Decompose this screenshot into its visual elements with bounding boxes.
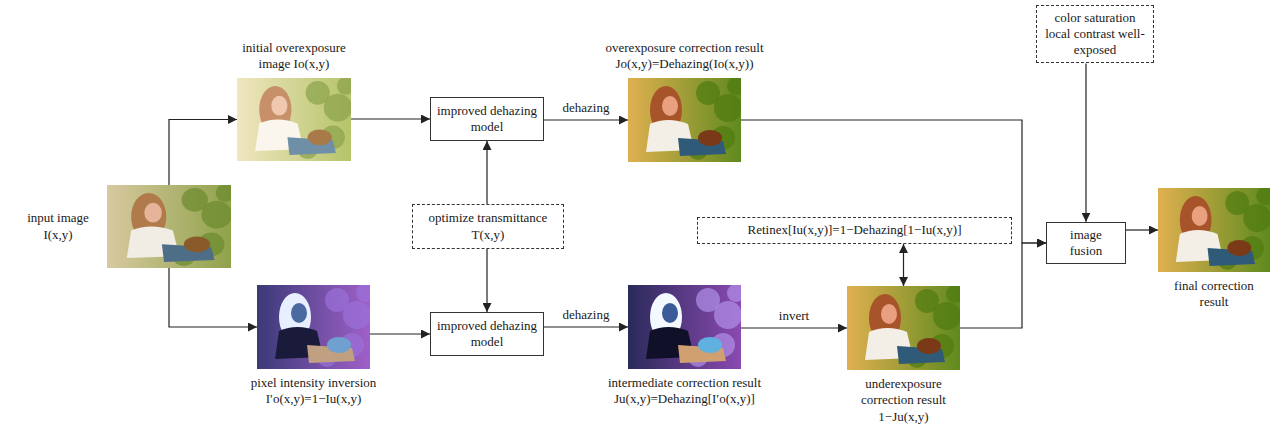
edge-label: dehazing (561, 100, 612, 116)
photo-illustration (237, 78, 351, 161)
inverted-photo: pixel intensity inversion I′o(x,y)=1−Iu(… (257, 285, 370, 369)
connector-arrow (486, 141, 487, 204)
connector-arrow (960, 243, 1046, 328)
box-label: improved dehazing model (437, 103, 537, 136)
photo-scene (1158, 188, 1270, 272)
photo-illustration (257, 285, 370, 369)
process-box: improved dehazing model (430, 97, 544, 141)
photo-scene (847, 286, 960, 370)
underexposure-photo: underexposure correction result 1−Ju(x,y… (847, 286, 960, 370)
photo-caption: pixel intensity inversion I′o(x,y)=1−Iu(… (231, 375, 396, 408)
connector-arrow (169, 268, 257, 327)
photo-caption: intermediate correction result Ju(x,y)=D… (570, 375, 800, 408)
overexposure-photo: initial overexposure image Io(x,y) (237, 78, 351, 161)
fusion-box: image fusion (1046, 222, 1126, 265)
photo-illustration (107, 185, 231, 268)
photo-scene (628, 78, 741, 162)
photo-scene (257, 285, 370, 369)
box-label: image fusion (1053, 227, 1119, 260)
parameter-box: optimize transmittance T(x,y) (412, 204, 564, 249)
photo-illustration (847, 286, 960, 370)
process-box: improved dehazing model (430, 312, 544, 356)
edge-label: dehazing (561, 307, 612, 323)
box-label: Retinex[Iu(x,y)]=1−Dehazing[1−Iu(x,y)] (747, 222, 961, 238)
photo-caption: final correction result (1162, 278, 1266, 311)
photo-scene (107, 185, 231, 268)
connector-arrow (169, 120, 237, 186)
box-label: optimize transmittance T(x,y) (419, 210, 557, 243)
connector-arrow (544, 119, 628, 120)
connector-arrow (1085, 63, 1086, 221)
intermediate-photo: intermediate correction result Ju(x,y)=D… (628, 285, 741, 369)
photo-illustration (628, 78, 741, 162)
connector-arrow (544, 326, 628, 327)
photo-caption: overexposure correction result Jo(x,y)=D… (585, 40, 785, 73)
formula-box: Retinex[Iu(x,y)]=1−Dehazing[1−Iu(x,y)] (697, 217, 1012, 244)
photo-illustration (1158, 188, 1270, 272)
connector-arrow (370, 333, 430, 334)
result-photo: overexposure correction result Jo(x,y)=D… (628, 78, 741, 162)
photo-caption: underexposure correction result 1−Ju(x,y… (843, 376, 965, 425)
connector-arrow (486, 249, 487, 312)
edge-label: invert (777, 308, 811, 324)
box-label: color saturation local contrast well-exp… (1043, 10, 1147, 59)
photo-scene (628, 285, 741, 369)
criteria-box: color saturation local contrast well-exp… (1036, 5, 1154, 64)
photo-illustration (628, 285, 741, 369)
connector-arrow (351, 118, 430, 119)
photo-caption: input image I(x,y) (17, 210, 99, 243)
connector-arrow (1126, 229, 1158, 230)
connector-arrow (741, 327, 847, 328)
final-photo: final correction result (1158, 188, 1270, 272)
photo-caption: initial overexposure image Io(x,y) (228, 40, 360, 73)
photo-scene (237, 78, 351, 161)
input-photo: input image I(x,y) (107, 185, 231, 268)
box-label: improved dehazing model (437, 318, 537, 351)
connector-arrow (903, 244, 904, 286)
